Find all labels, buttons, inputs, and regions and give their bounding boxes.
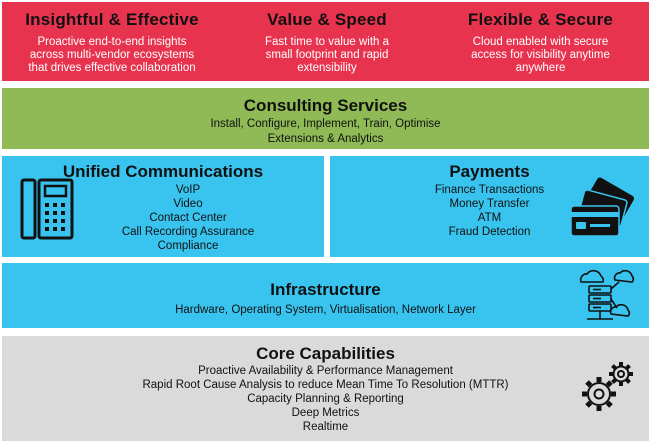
- desc-line: that drives effective collaboration: [28, 62, 196, 74]
- value-prop-desc: Proactive end-to-end insights across mul…: [2, 36, 222, 75]
- phone-icon: [20, 178, 74, 240]
- section-line: Hardware, Operating System, Virtualisati…: [175, 304, 476, 316]
- desc-line: access for visibility anytime: [471, 49, 610, 61]
- section-title: Infrastructure: [270, 280, 381, 299]
- section-title: Consulting Services: [243, 96, 408, 115]
- consulting-services-band: Consulting Services Install, Configure, …: [2, 88, 649, 149]
- section-lines: Finance Transactions Money Transfer ATM …: [330, 183, 649, 239]
- section-line: Money Transfer: [449, 198, 530, 210]
- credit-cards-icon: [570, 177, 634, 237]
- section-line: Fraud Detection: [448, 226, 531, 238]
- section-line: Deep Metrics: [291, 407, 360, 419]
- cloud-server-icon: [579, 269, 635, 320]
- section-line: Capacity Planning & Reporting: [247, 393, 404, 405]
- section-line: Contact Center: [149, 212, 227, 224]
- section-line: Realtime: [302, 421, 349, 433]
- value-prop-value-speed: Value & Speed Fast time to value with a …: [217, 2, 437, 81]
- gears-icon: [582, 362, 633, 411]
- desc-line: anywhere: [515, 62, 566, 74]
- core-capabilities-band: Core Capabilities Proactive Availability…: [2, 336, 649, 441]
- desc-line: across multi-vendor ecosystems: [29, 49, 195, 61]
- value-prop-desc: Cloud enabled with secure access for vis…: [432, 36, 649, 75]
- value-prop-title: Insightful & Effective: [25, 10, 199, 29]
- infrastructure-band: Infrastructure Hardware, Operating Syste…: [2, 263, 649, 328]
- desc-line: extensibility: [297, 62, 357, 74]
- section-line: Rapid Root Cause Analysis to reduce Mean…: [142, 379, 509, 391]
- desc-line: Fast time to value with a: [265, 36, 389, 48]
- desc-line: Proactive end-to-end insights: [37, 36, 187, 48]
- section-line: Video: [173, 198, 203, 210]
- section-title: Unified Communications: [62, 162, 264, 181]
- section-title: Payments: [449, 162, 530, 181]
- section-line: ATM: [477, 212, 502, 224]
- desc-line: Cloud enabled with secure: [472, 36, 609, 48]
- section-lines: VoIP Video Contact Center Call Recording…: [2, 183, 324, 253]
- section-line: Finance Transactions: [434, 184, 545, 196]
- payments-box: Payments Finance Transactions Money Tran…: [330, 156, 649, 257]
- section-line: Extensions & Analytics: [267, 133, 384, 145]
- value-prop-title: Value & Speed: [267, 10, 387, 29]
- section-line: Proactive Availability & Performance Man…: [198, 365, 453, 377]
- value-props-band: Insightful & Effective Proactive end-to-…: [2, 2, 649, 81]
- value-prop-insightful: Insightful & Effective Proactive end-to-…: [2, 2, 222, 81]
- value-prop-title: Flexible & Secure: [467, 10, 614, 29]
- section-title: Core Capabilities: [256, 344, 395, 363]
- section-line: VoIP: [175, 184, 201, 196]
- section-line: Compliance: [157, 240, 219, 252]
- unified-communications-box: Unified Communications VoIP Video Contac…: [2, 156, 324, 257]
- value-prop-desc: Fast time to value with a small footprin…: [217, 36, 437, 75]
- desc-line: small footprint and rapid: [265, 49, 389, 61]
- value-prop-flexible: Flexible & Secure Cloud enabled with sec…: [432, 2, 649, 81]
- section-line: Install, Configure, Implement, Train, Op…: [210, 118, 441, 130]
- section-line: Call Recording Assurance: [121, 226, 255, 238]
